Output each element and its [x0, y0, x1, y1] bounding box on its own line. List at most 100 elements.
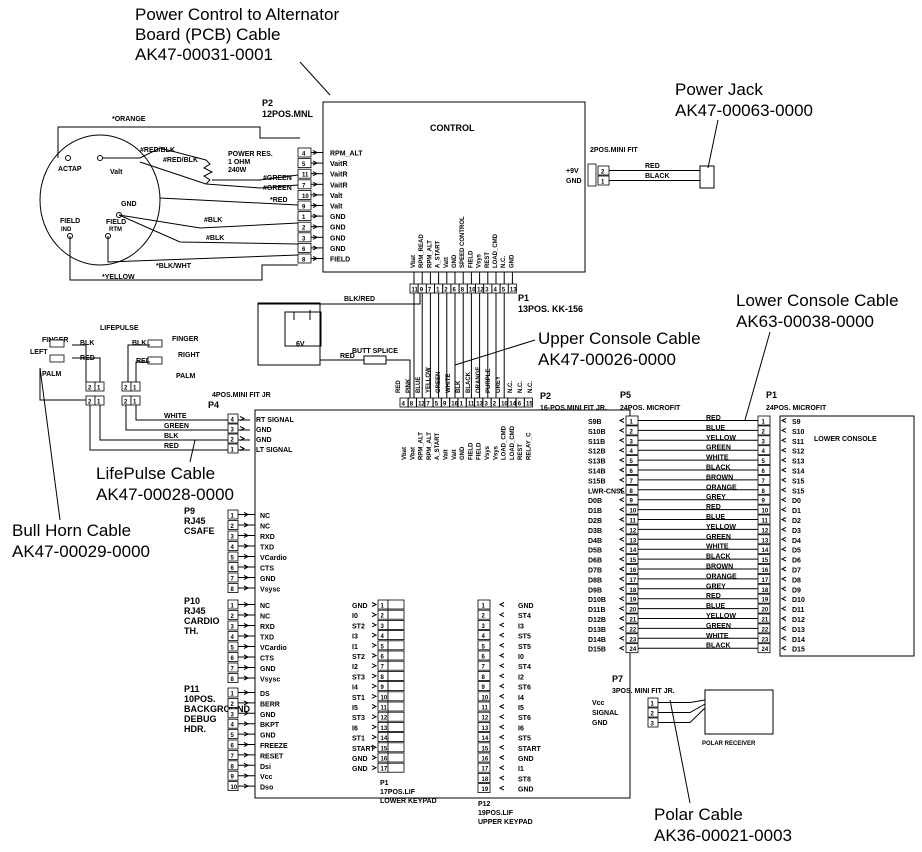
pin-arrow — [618, 457, 625, 463]
wire-label: *YELLOW — [102, 274, 135, 281]
pin-arrow — [371, 734, 378, 740]
pin-number: 11 — [302, 173, 309, 179]
pin-cell — [757, 544, 771, 555]
pin-cell — [387, 660, 405, 671]
pin-number: 24 — [630, 647, 637, 653]
pin-number: 18 — [482, 777, 489, 783]
wire-color: BLACK — [706, 554, 731, 561]
pin-cell — [477, 681, 491, 691]
pin-number: 13 — [381, 726, 388, 732]
callout-line: AK47-00031-0001 — [135, 45, 273, 64]
sensor-label: PALM — [176, 373, 195, 380]
pin-cell — [477, 722, 491, 732]
pin-cell — [757, 633, 771, 644]
connector-label: RJ45 — [184, 516, 206, 526]
pin-signal: I0 — [352, 613, 358, 620]
wire-color: BROWN — [706, 564, 733, 571]
pin-signal: CTS — [260, 566, 274, 573]
pin-arrow — [780, 457, 787, 463]
pin-arrow — [371, 653, 378, 658]
pin-signal: I4 — [352, 685, 358, 692]
pin-arrow — [618, 546, 625, 552]
pin-signal: RESET — [260, 753, 284, 760]
pin-arrow — [239, 446, 246, 451]
pin-arrow — [618, 526, 625, 532]
pin-number: 12 — [762, 528, 769, 534]
pin-signal: TXD — [260, 545, 274, 552]
pin-number: 7 — [231, 577, 235, 583]
pin-number: 8 — [630, 489, 634, 495]
control-p1-connector: Vbat11RPM_READ9RPM_ALT7A_START1Vatt2GND6… — [409, 216, 517, 398]
pin-number: 5 — [482, 644, 486, 650]
pin-number: 4 — [231, 635, 235, 641]
pin-signal: START — [352, 746, 376, 753]
pin-signal: Vcc — [592, 700, 605, 707]
pin-number: 6 — [231, 744, 235, 750]
pin-number: 2 — [601, 170, 605, 176]
pin-number: 16 — [630, 568, 637, 574]
pin-number: 3 — [231, 535, 235, 541]
p1-signal: RPM_ALT — [427, 240, 433, 268]
wire-color: BLK — [164, 433, 178, 440]
callout-line: Upper Console Cable — [538, 329, 701, 348]
pin-number: 24 — [762, 647, 769, 653]
pin-number: 8 — [482, 675, 486, 681]
wire — [658, 707, 706, 723]
pin-number: 9 — [420, 288, 424, 294]
pin-number: 8 — [410, 402, 414, 408]
pin-signal: GND — [260, 666, 276, 673]
pin-cell — [757, 435, 771, 446]
pin-number: 1 — [97, 400, 101, 406]
pin-arrow — [371, 744, 378, 750]
wire-color: BLUE — [706, 425, 725, 432]
pin-number: 7 — [428, 288, 432, 294]
lower-console-board — [779, 415, 915, 657]
wire-color: GREY — [496, 376, 502, 393]
pin-number: 4 — [381, 634, 385, 640]
pin-number: 5 — [502, 288, 506, 294]
pin-signal: ST3 — [352, 715, 365, 722]
pin-number: 3 — [762, 439, 766, 445]
wire-color: WHITE — [164, 413, 187, 420]
pin-cell — [757, 534, 771, 545]
pin-cell — [387, 711, 405, 722]
pin-cell — [387, 732, 405, 742]
pin-arrow — [498, 673, 505, 679]
pin-cell — [387, 681, 405, 691]
pin-cell — [387, 599, 405, 610]
callout-lifepulse-cable: LifePulse Cable AK47-00028-0000 — [96, 464, 234, 504]
butt-splice — [363, 355, 387, 365]
pin-signal: S15 — [792, 478, 805, 485]
pin-number: 2 — [302, 226, 306, 232]
connector-label: CSAFE — [184, 526, 215, 536]
connector-type: 3POS. MINI FIT JR. — [612, 688, 675, 695]
pin-number: 16 — [451, 402, 458, 408]
pin-signal: LOAD_CMD — [510, 425, 516, 460]
terminal-dot — [65, 155, 71, 161]
callout-line: Bull Horn Cable — [12, 521, 131, 540]
p2-label: P2 — [262, 98, 273, 108]
wire-color: RED — [645, 163, 660, 170]
wire-label: *BLK/WHT — [156, 263, 192, 270]
callout-line: Board (PCB) Cable — [135, 25, 281, 44]
wire-label: #RED/BLK — [140, 147, 175, 154]
pin-number: 1 — [302, 215, 306, 221]
sensor-pad — [49, 354, 65, 363]
pin-signal: ST4 — [518, 613, 531, 620]
minifit-label: 2POS.MINI FIT — [590, 147, 639, 154]
control-title: CONTROL — [430, 123, 475, 133]
pin-signal: GND — [330, 214, 346, 221]
wire-color: GREY — [706, 583, 726, 590]
pin-number: 2 — [444, 288, 448, 294]
wire — [102, 147, 207, 161]
pin-number: 2 — [482, 614, 486, 620]
pin-number: 9 — [630, 499, 634, 505]
pin-number: 4 — [402, 402, 406, 408]
pin-cell — [387, 620, 405, 630]
connector-shell — [587, 163, 597, 187]
pin-signal: D6B — [588, 558, 602, 565]
pin-signal: VaitR — [330, 161, 348, 168]
pin-arrow — [371, 693, 378, 699]
pin-cell — [757, 465, 771, 475]
